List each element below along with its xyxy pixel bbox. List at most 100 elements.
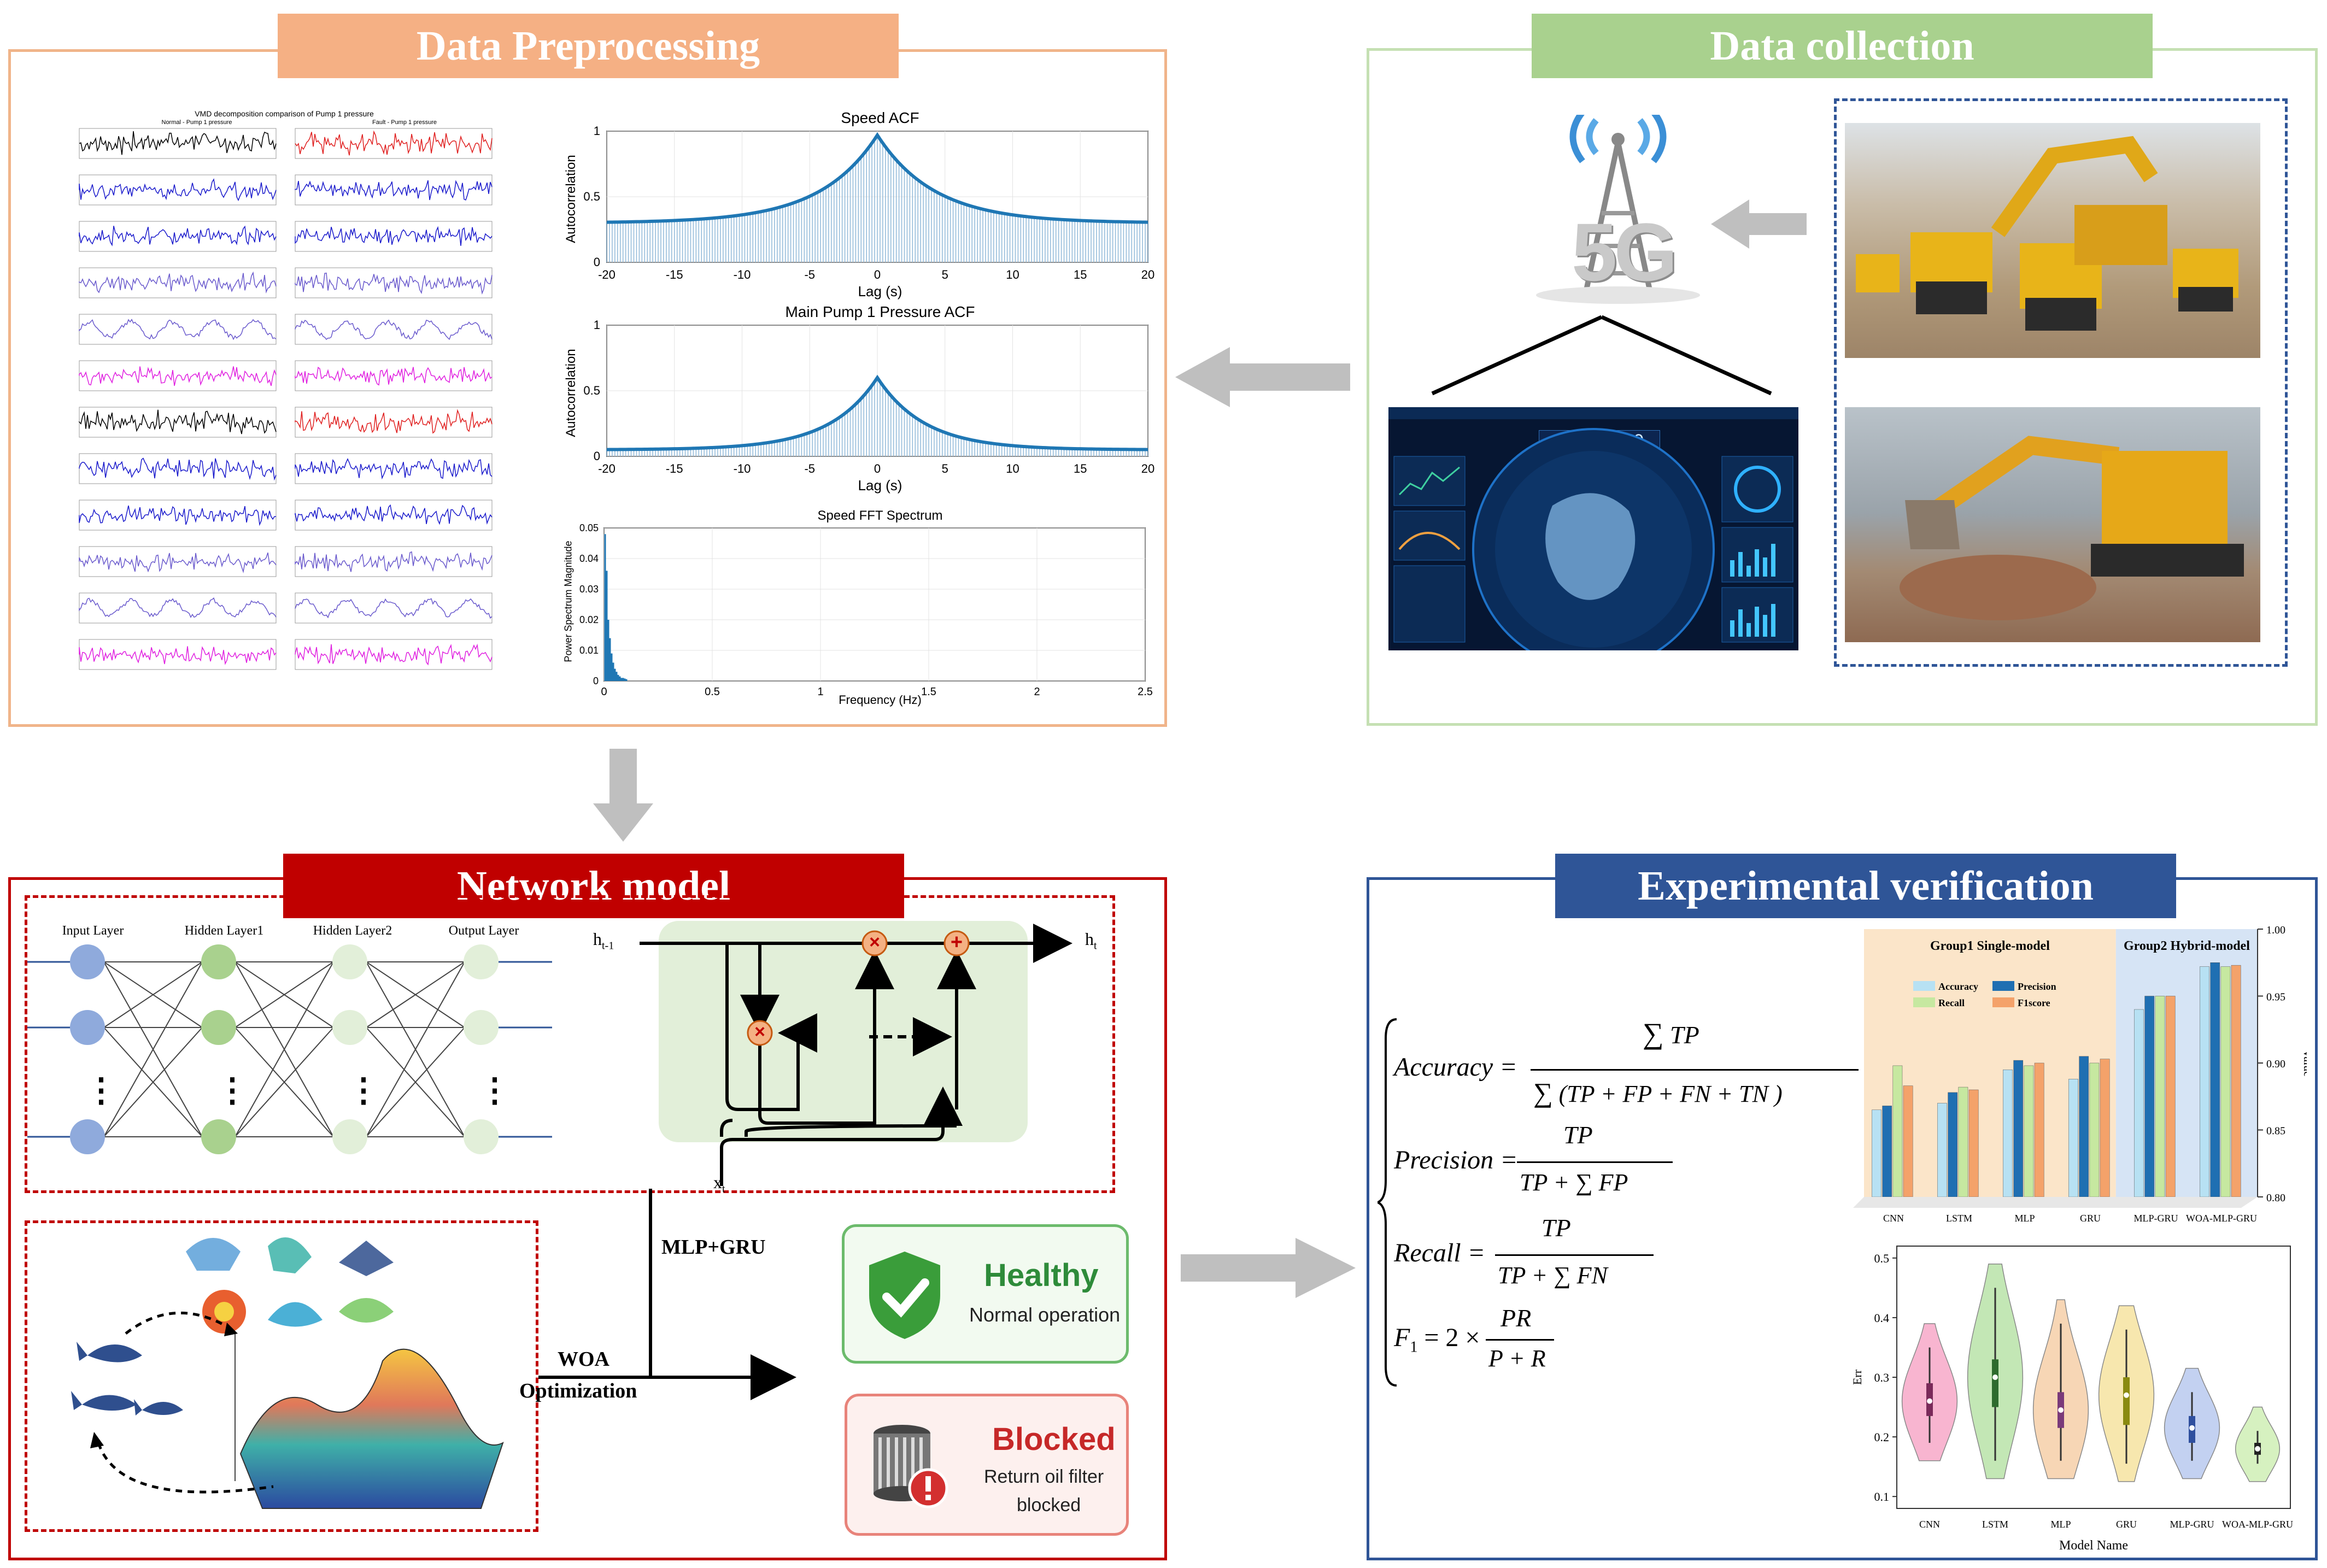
legend-accuracy-swatch bbox=[1913, 981, 1935, 991]
mlp-neuron bbox=[70, 1119, 105, 1154]
violin-category-label: MLP-GRU bbox=[2170, 1519, 2214, 1530]
pump-acf-chart: Main Pump 1 Pressure ACF Autocorrelation… bbox=[552, 303, 1159, 500]
bar-recall-gru bbox=[2089, 1062, 2100, 1197]
vmd-trace-right-3 bbox=[295, 272, 493, 295]
bar-ytick-label: 1.00 bbox=[2266, 924, 2285, 936]
vmd-trace-right-11 bbox=[295, 643, 493, 666]
fft-ytick: 0.01 bbox=[579, 645, 599, 656]
input-layer-label: Input Layer bbox=[62, 924, 124, 938]
vmd-trace-right-7 bbox=[295, 458, 493, 480]
vmd-axes-left-1 bbox=[79, 174, 277, 205]
fft-axes bbox=[603, 527, 1146, 682]
mlp-gru-label: MLP+GRU bbox=[661, 1236, 766, 1259]
vmd-trace-left-8 bbox=[79, 505, 277, 526]
5g-tower: 5G bbox=[1520, 110, 1716, 322]
dashboard-topbar bbox=[1388, 407, 1798, 419]
violin-category-label: WOA-MLP-GRU bbox=[2222, 1519, 2293, 1530]
accuracy-den-sum: ∑ bbox=[1533, 1077, 1553, 1108]
acf-xtick: -15 bbox=[666, 268, 683, 281]
mlp-neuron bbox=[464, 1010, 499, 1045]
arrow-photos-to-tower bbox=[1711, 199, 1807, 249]
mlp-neuron bbox=[332, 944, 367, 979]
violin-box-gru bbox=[2123, 1377, 2130, 1425]
mlp-connection bbox=[235, 1027, 334, 1137]
metric-formulas: Accuracy = ∑ TP ∑ (TP + FP + FN + TN ) P… bbox=[1378, 1017, 1869, 1399]
vmd-axes-left-9 bbox=[79, 546, 277, 577]
vmd-trace-left-7 bbox=[79, 457, 277, 481]
bar-ytick-label: 0.90 bbox=[2266, 1058, 2285, 1070]
bar-ylabel: Value bbox=[2301, 1049, 2307, 1077]
gru-add-gate: + bbox=[950, 931, 963, 954]
accuracy-den-terms: (TP + FP + FN + TN ) bbox=[1558, 1080, 1783, 1107]
f1-fraction-bar bbox=[1486, 1339, 1554, 1341]
healthy-card: Healthy Normal operation bbox=[842, 1224, 1129, 1364]
bar-f1score-mlp-gru bbox=[2165, 996, 2176, 1197]
acf-xtick: -5 bbox=[804, 462, 815, 475]
violin-median-cnn bbox=[1927, 1398, 1932, 1404]
gru-x-sub: t bbox=[722, 1183, 725, 1195]
fft-ytick: 0.02 bbox=[579, 614, 599, 625]
mlp-neuron bbox=[332, 1010, 367, 1045]
bar-f1score-woa-mlp-gru bbox=[2231, 965, 2241, 1197]
violin-box-lstm bbox=[1992, 1359, 1998, 1407]
vmd-axes-right-0 bbox=[295, 128, 493, 159]
bar-floor bbox=[1853, 1197, 2258, 1208]
fft-xtick: 0.5 bbox=[705, 686, 720, 698]
acf-xtick: 20 bbox=[1141, 462, 1154, 475]
vmd-trace-right-10 bbox=[295, 598, 493, 619]
accuracy-lhs: Accuracy = bbox=[1394, 1053, 1517, 1082]
speed-acf-xlabel: Lag (s) bbox=[858, 283, 902, 299]
bar-accuracy-woa-mlp-gru bbox=[2200, 966, 2209, 1197]
violin-median-gru bbox=[2124, 1392, 2129, 1398]
acf-ytick: 1 bbox=[594, 126, 600, 138]
bar-f1score-gru bbox=[2100, 1059, 2110, 1197]
legend-precision-swatch bbox=[1992, 981, 2014, 991]
violin-ytick-label: 0.1 bbox=[1874, 1490, 1890, 1504]
f1-symbol: F bbox=[1394, 1323, 1410, 1352]
blocked-title: Blocked bbox=[992, 1422, 1116, 1457]
legend-recall-swatch bbox=[1913, 997, 1935, 1007]
bar-category-label: MLP bbox=[2014, 1213, 2035, 1224]
bar-category-label: CNN bbox=[1883, 1213, 1904, 1224]
vmd-axes-right-2 bbox=[295, 221, 493, 252]
output-layer-label: Output Layer bbox=[448, 924, 519, 938]
bar-ytick-label: 0.95 bbox=[2266, 991, 2285, 1003]
mlp-connection bbox=[103, 1027, 203, 1137]
bar-accuracy-mlp bbox=[2003, 1070, 2013, 1197]
bar-precision-gru bbox=[2079, 1056, 2089, 1197]
bar-accuracy-gru bbox=[2068, 1079, 2078, 1197]
gru-mult-gate-1: × bbox=[869, 932, 880, 953]
fft-title: Speed FFT Spectrum bbox=[817, 508, 943, 523]
legend-f1score: F1score bbox=[2018, 997, 2050, 1008]
acf-curve bbox=[606, 374, 1148, 451]
mlp-dots-input: ⋮ bbox=[85, 1072, 118, 1108]
vmd-trace-left-1 bbox=[79, 178, 277, 202]
acf-xtick: -15 bbox=[666, 462, 683, 475]
legend-recall: Recall bbox=[1938, 997, 1965, 1008]
precision-denominator: TP + ∑ FP bbox=[1520, 1169, 1628, 1196]
fft-xtick: 2 bbox=[1034, 686, 1040, 698]
vmd-trace-left-6 bbox=[79, 409, 277, 434]
network-title: Network model bbox=[283, 854, 904, 918]
legend-precision: Precision bbox=[2018, 981, 2056, 992]
f1-subscript: 1 bbox=[1410, 1338, 1418, 1356]
bar-recall-lstm bbox=[1958, 1087, 1968, 1197]
vmd-trace-right-5 bbox=[295, 367, 493, 386]
violin-category-label: LSTM bbox=[1982, 1519, 2008, 1530]
hidden-layer1-label: Hidden Layer1 bbox=[184, 924, 264, 938]
fft-xtick: 1.5 bbox=[921, 686, 936, 698]
hidden-layer2-label: Hidden Layer2 bbox=[313, 924, 392, 938]
violin-ytick-label: 0.3 bbox=[1874, 1371, 1890, 1384]
mlp-network-diagram bbox=[27, 944, 552, 1154]
gru-h-prev: ht-1 bbox=[593, 929, 614, 952]
verification-title: Experimental verification bbox=[1555, 854, 2176, 918]
optimization-label: Optimization bbox=[519, 1379, 637, 1402]
accuracy-numerator: ∑ TP bbox=[1643, 1017, 1699, 1050]
violin-ylabel: Err bbox=[1850, 1369, 1864, 1385]
acf-xtick: 15 bbox=[1074, 462, 1087, 475]
fft-ytick: 0.04 bbox=[579, 553, 599, 564]
blocked-subtitle-2: blocked bbox=[1017, 1495, 1081, 1516]
bar-category-label: WOA-MLP-GRU bbox=[2186, 1213, 2257, 1224]
